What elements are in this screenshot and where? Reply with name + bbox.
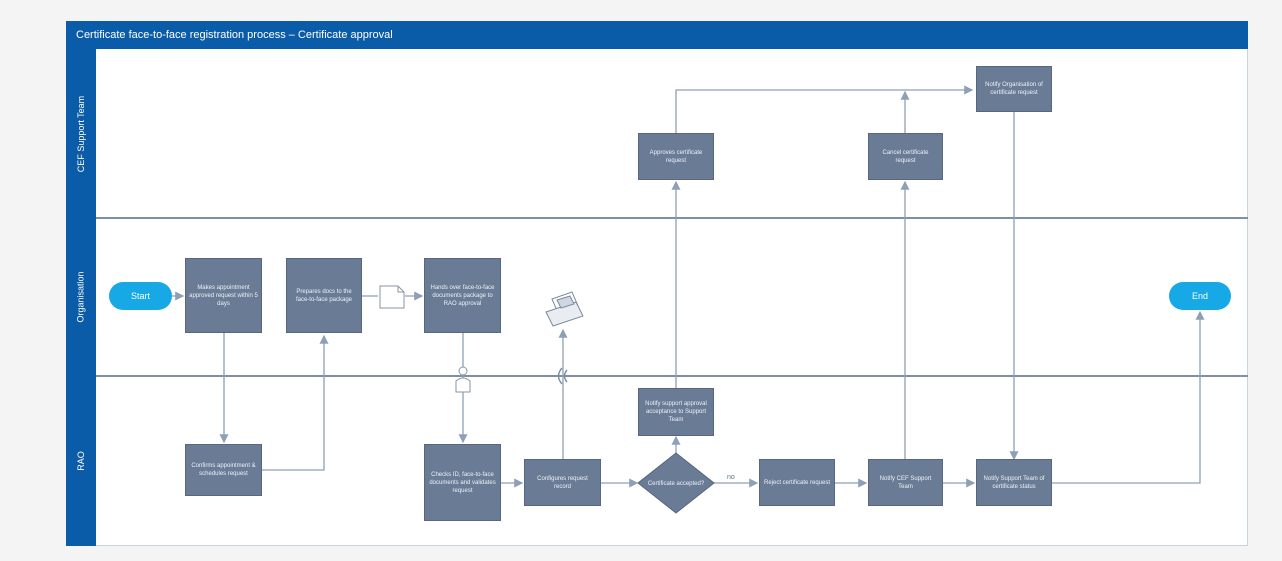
connector-certificate-notify [675, 85, 974, 133]
box-approve-rao: Notify support approval acceptance to Su… [638, 388, 714, 436]
decision-no-label: no [727, 474, 735, 481]
decision-label: Certificate accepted? [647, 480, 705, 487]
lane-header-strip [66, 49, 96, 546]
phone-icon [557, 367, 568, 385]
connector-rao-end [1052, 310, 1205, 484]
box-cancel-certificate: Cancel certificate request [868, 133, 943, 180]
box-verify-identity: Checks ID, face-to-face documents and va… [424, 444, 501, 521]
box-reject-request: Reject certificate request [759, 459, 835, 506]
start-node: Start [109, 282, 172, 310]
box-confirm-appointment: Confirms appointment & schedules request [185, 444, 262, 496]
box-submit-docs: Hands over face-to-face documents packag… [424, 258, 501, 333]
diagram-title: Certificate face-to-face registration pr… [66, 21, 1248, 49]
box-notify-rao: Notify Support Team of certificate statu… [976, 459, 1052, 506]
end-node: End [1169, 282, 1231, 310]
box-notify-support: Notify CEF Support Team [868, 459, 943, 506]
decision-diamond [637, 452, 715, 514]
box-prepare-request: Makes appointment approved request withi… [185, 258, 262, 333]
connector-confirm-send [262, 334, 329, 471]
lane-divider-1 [96, 217, 1248, 219]
document-icon [379, 285, 405, 309]
lane-divider-2 [96, 375, 1248, 377]
box-notify-org: Notify Organisation of certificate reque… [976, 66, 1052, 112]
box-approve-certificate: Approves certificate request [638, 133, 714, 180]
box-send-docs: Prepares docs to the face-to-face packag… [286, 258, 362, 333]
laptop-icon [545, 291, 584, 327]
person-icon [455, 366, 471, 393]
box-configure-request: Configures request record [524, 459, 601, 506]
